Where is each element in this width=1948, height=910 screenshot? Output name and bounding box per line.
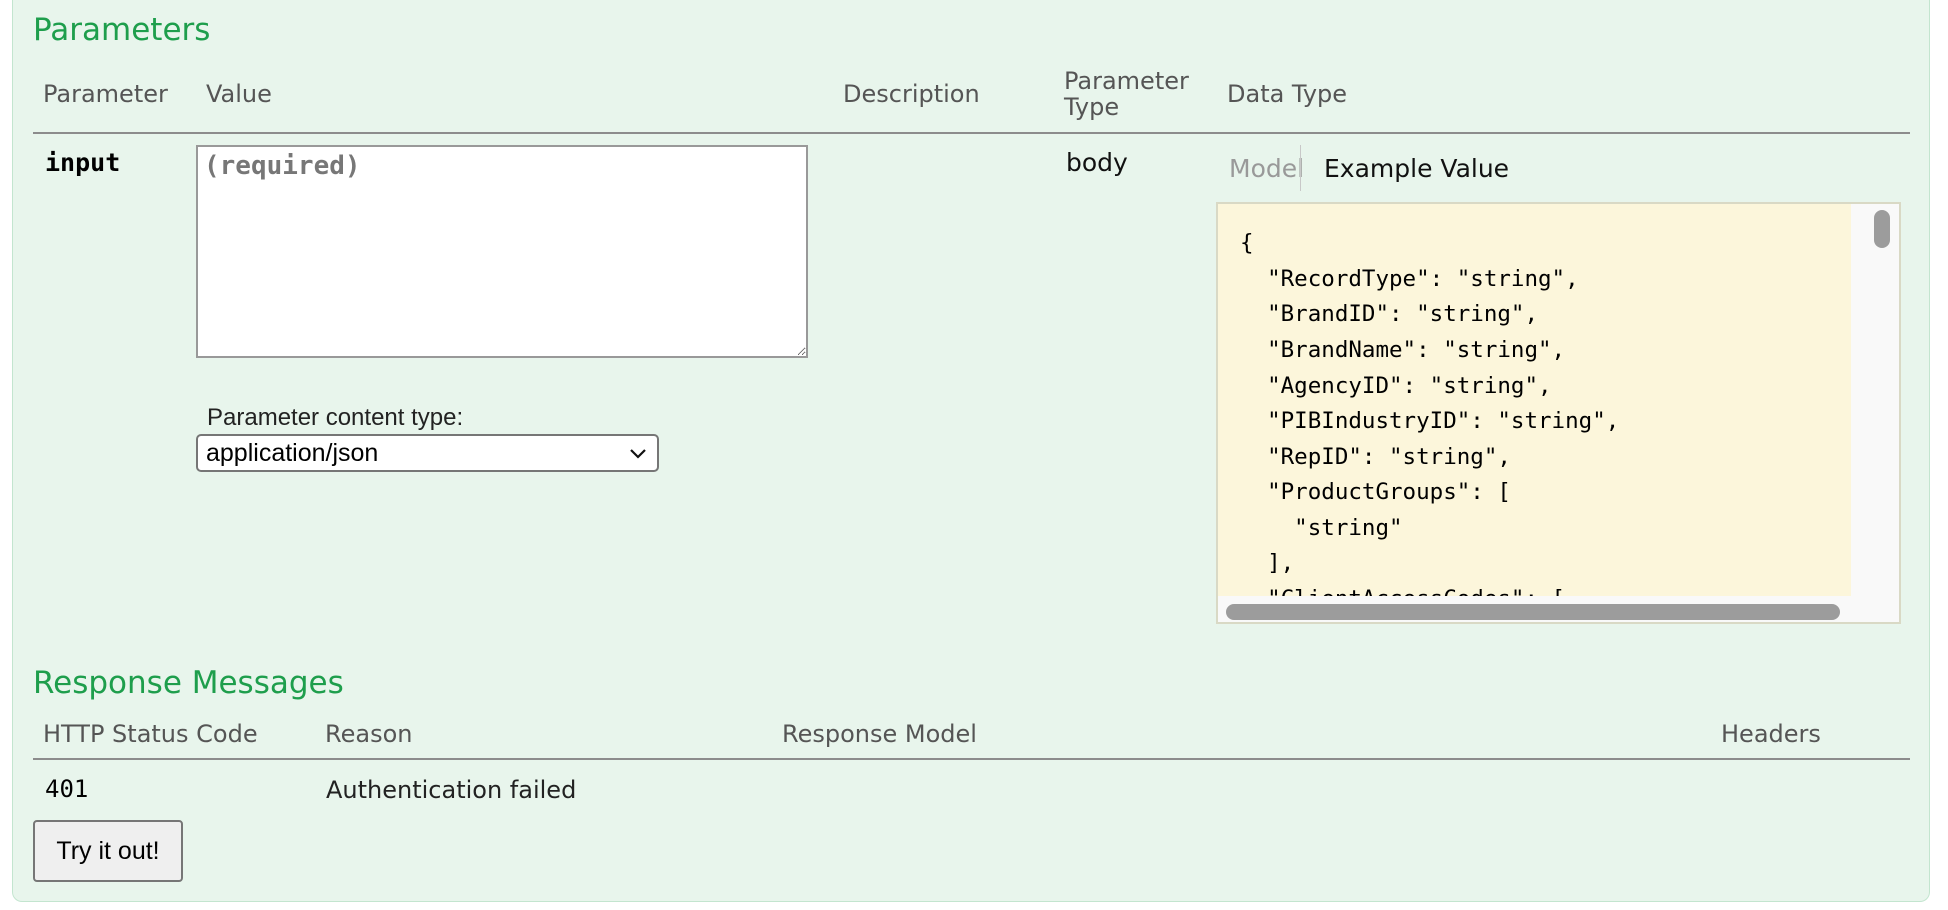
header-parameter-type: Parameter Type <box>1064 68 1189 120</box>
header-description: Description <box>843 80 980 108</box>
code-line: "RepID": "string", <box>1240 444 1511 470</box>
parameter-name: input <box>45 148 121 177</box>
parameters-header-rule <box>33 132 1910 134</box>
code-line: "BrandID": "string", <box>1240 301 1539 327</box>
header-reason: Reason <box>325 720 413 748</box>
tab-model[interactable]: Model <box>1229 154 1305 183</box>
content-type-select[interactable]: application/json <box>196 434 659 472</box>
code-line: ], <box>1240 550 1295 576</box>
content-type-selected-value: application/json <box>206 438 379 467</box>
tab-separator <box>1300 145 1301 191</box>
header-parameter-type-line2: Type <box>1064 93 1120 121</box>
parameter-value-textarea[interactable] <box>196 145 808 358</box>
header-http-status-code: HTTP Status Code <box>43 720 258 748</box>
example-value-box[interactable]: { "RecordType": "string", "BrandID": "st… <box>1216 202 1901 624</box>
code-line: "AgencyID": "string", <box>1240 373 1552 399</box>
code-line: "PIBIndustryID": "string", <box>1240 408 1620 434</box>
response-reason: Authentication failed <box>326 776 577 804</box>
header-parameter: Parameter <box>43 80 168 108</box>
header-headers: Headers <box>1721 720 1821 748</box>
example-value-code: { "RecordType": "string", "BrandID": "st… <box>1218 204 1851 596</box>
response-messages-title: Response Messages <box>33 665 344 701</box>
header-response-model: Response Model <box>782 720 977 748</box>
header-parameter-type-line1: Parameter <box>1064 67 1189 95</box>
code-line: { <box>1240 230 1254 256</box>
code-line: "ClientAccessCodes": [ <box>1240 586 1565 596</box>
code-line: "ProductGroups": [ <box>1240 479 1511 505</box>
code-line: "string" <box>1240 515 1403 541</box>
chevron-down-icon <box>630 449 646 459</box>
responses-header-rule <box>33 758 1910 760</box>
content-type-label: Parameter content type: <box>207 404 464 431</box>
tab-example-value[interactable]: Example Value <box>1324 154 1510 183</box>
header-value: Value <box>206 80 272 108</box>
header-data-type: Data Type <box>1227 80 1348 108</box>
try-it-out-button[interactable]: Try it out! <box>33 820 183 882</box>
parameters-title: Parameters <box>33 12 211 48</box>
parameter-type-value: body <box>1066 148 1128 177</box>
response-status-code: 401 <box>45 775 89 803</box>
code-line: "RecordType": "string", <box>1240 266 1579 292</box>
vertical-scrollbar-thumb[interactable] <box>1874 210 1890 248</box>
horizontal-scrollbar-thumb[interactable] <box>1226 604 1840 620</box>
code-line: "BrandName": "string", <box>1240 337 1566 363</box>
